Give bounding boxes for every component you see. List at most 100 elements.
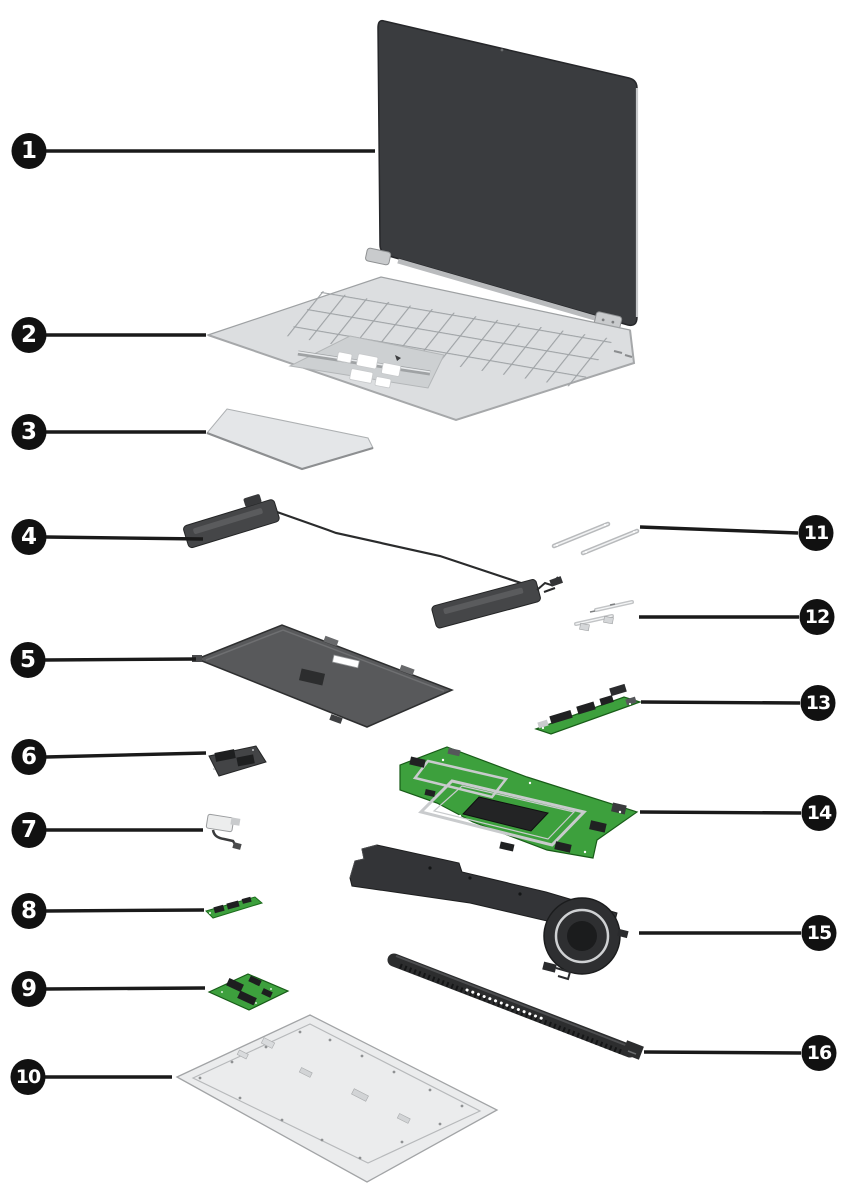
callout-bubble	[799, 599, 835, 635]
module-board	[207, 973, 290, 1011]
callout-bubble	[11, 739, 47, 775]
speaker-cable	[276, 510, 528, 587]
speaker-right	[431, 579, 541, 629]
edge-connector	[611, 802, 627, 815]
board-screw-holes	[441, 758, 622, 854]
leader-line	[45, 535, 204, 541]
bracket-foot	[603, 616, 614, 625]
callout-number: 14	[807, 802, 832, 824]
cursor-mark	[395, 355, 401, 361]
io-dark-piece	[609, 683, 627, 697]
callout-6: 6	[11, 739, 207, 775]
io-connector	[549, 709, 573, 725]
leader-line	[44, 657, 197, 662]
part-fan-heatsink	[349, 844, 629, 981]
chip	[499, 841, 515, 852]
callout-number: 10	[16, 1066, 41, 1088]
chip	[226, 900, 240, 910]
bracket-block	[236, 754, 255, 767]
callout-15: 15	[639, 915, 837, 951]
io-connector	[599, 695, 614, 706]
callout-13: 13	[640, 685, 836, 721]
part-battery	[192, 624, 454, 728]
chip	[213, 904, 225, 914]
connector-block	[205, 813, 235, 833]
battery-slot	[331, 654, 360, 669]
vent-strip-bar	[387, 953, 637, 1058]
chip	[248, 975, 262, 987]
part-bottom-cover	[175, 1014, 499, 1183]
callout-11: 11	[639, 515, 834, 551]
part-vent-strip	[387, 953, 644, 1060]
chip	[237, 990, 257, 1006]
callout-bubble	[11, 317, 47, 353]
callout-bubble	[800, 685, 836, 721]
bottom-cover-screws	[198, 1030, 464, 1160]
leader-line	[45, 908, 205, 913]
battery-ridge	[205, 629, 445, 692]
keyboard-keys-grid	[286, 291, 614, 388]
callout-number: 8	[21, 898, 37, 924]
callout-2: 2	[11, 317, 206, 353]
display-panel	[377, 19, 638, 327]
callout-1: 1	[11, 133, 375, 169]
callout-number: 7	[21, 817, 37, 843]
callout-3: 3	[11, 414, 206, 450]
callout-9: 9	[11, 971, 206, 1007]
chip	[447, 747, 461, 757]
callout-bubble	[11, 414, 47, 450]
part-small-green-board	[205, 896, 264, 919]
chip	[424, 788, 436, 798]
strip-end-block	[622, 1040, 644, 1060]
callout-number: 4	[21, 524, 37, 550]
leader-line	[45, 986, 206, 991]
chip	[241, 896, 252, 904]
callout-bubble	[11, 971, 47, 1007]
part-touchpad	[206, 408, 374, 471]
part-small-brackets	[574, 600, 634, 632]
fan-foot	[617, 928, 629, 939]
webcam-dot	[500, 48, 504, 52]
callout-number: 1	[21, 138, 37, 164]
part-flat-bracket-strips	[551, 521, 640, 556]
fan-foot	[542, 961, 557, 973]
battery-tab	[323, 635, 339, 647]
fan-hub	[567, 921, 597, 951]
hinge-rail	[397, 258, 613, 326]
connector-cable-wire	[211, 829, 238, 847]
callout-number: 9	[21, 976, 37, 1002]
callout-bubble	[801, 1035, 837, 1071]
callout-7: 7	[11, 812, 203, 848]
callout-bubble	[11, 893, 47, 929]
callout-4: 4	[11, 519, 204, 555]
leader-line	[639, 810, 802, 815]
part-display-assembly	[365, 19, 639, 331]
io-silver-bit	[537, 719, 549, 729]
system-board-pcb	[399, 746, 639, 859]
leader-line	[640, 700, 801, 705]
top-cover-front-edge	[207, 329, 636, 422]
callouts-layer: 1 2 3 4 5 6 7	[10, 133, 837, 1095]
callout-number: 11	[804, 522, 828, 544]
cpu-frame-inner	[432, 785, 576, 840]
part-io-board	[534, 683, 642, 735]
callout-bubble	[801, 795, 837, 831]
speaker-connector	[549, 576, 564, 587]
part-system-board	[399, 746, 639, 859]
part-dark-bracket	[208, 745, 267, 777]
fan-hook	[555, 967, 572, 981]
leader-line	[45, 751, 207, 759]
callout-number: 16	[807, 1042, 832, 1064]
callout-number: 2	[21, 322, 37, 348]
callout-bubble	[801, 915, 837, 951]
chip	[589, 820, 607, 833]
callout-number: 3	[21, 419, 37, 445]
battery-tab	[192, 655, 202, 662]
bracket-block	[214, 749, 236, 762]
callout-number: 15	[807, 922, 831, 944]
io-board-pcb	[534, 696, 642, 735]
cpu-frame-outer	[418, 779, 587, 847]
upper-frame	[412, 759, 509, 799]
